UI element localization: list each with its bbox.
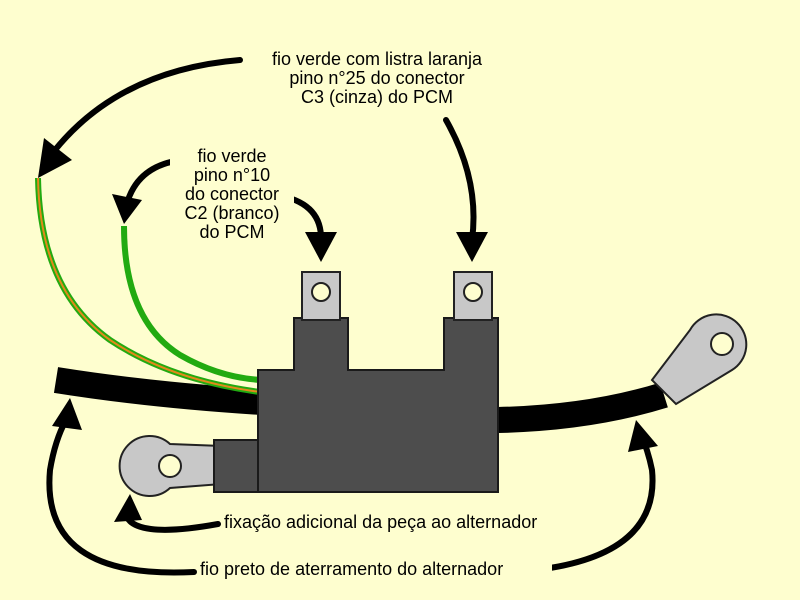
arrowhead-right-terminal: [456, 232, 488, 262]
label-ground-wire: fio preto de aterramento do alternador: [198, 560, 552, 579]
green-wire: [121, 225, 263, 383]
component-body: [257, 317, 499, 493]
ground-cable-left: [53, 367, 263, 415]
arrow-ground-left: [46, 417, 197, 576]
ring-terminal-left: [118, 435, 223, 497]
spade-terminal-right: [453, 271, 493, 321]
arrow-to-striped-wire: [52, 57, 243, 153]
arrowhead-striped-wire: [38, 138, 72, 178]
label-green-wire-line-4: C2 (branco): [184, 203, 280, 223]
spade-terminal-left: [301, 271, 341, 321]
ground-cable-right: [497, 382, 668, 433]
suppressor-component: [213, 271, 499, 493]
arrowhead-ground-right: [628, 420, 658, 452]
arrowhead-ground-left: [52, 398, 82, 430]
arrowhead-ring-terminal: [114, 494, 142, 522]
label-striped-wire-line-3: C3 (cinza) do PCM: [300, 87, 454, 107]
label-green-wire-line-5: do PCM: [199, 222, 265, 242]
arrowheads: [38, 138, 658, 522]
label-striped-wire-line-2: pino n°25 do conector: [289, 68, 465, 88]
arrowhead-left-terminal: [305, 232, 337, 262]
arrow-to-right-terminal: [443, 117, 477, 243]
arrow-ground-right: [547, 429, 656, 571]
label-striped-wire-line-1: fio verde com listra laranja: [271, 49, 483, 69]
label-green-wire-line-2: pino n°10: [193, 165, 271, 185]
label-green-wire-line-3: do conector: [184, 184, 280, 204]
label-mounting: fixação adicional da peça ao alternador: [222, 513, 590, 532]
label-green-wire: fio verde pino n°10 do conector C2 (bran…: [170, 147, 294, 242]
label-striped-wire: fio verde com listra laranja pino n°25 d…: [244, 50, 510, 107]
green-orange-striped-wire: [35, 177, 261, 395]
label-green-wire-line-1: fio verde: [197, 146, 267, 166]
arrows: [46, 57, 656, 576]
ring-terminal-right: [650, 313, 748, 406]
arrowhead-green-wire: [112, 194, 142, 224]
mounting-bracket: [213, 439, 261, 493]
